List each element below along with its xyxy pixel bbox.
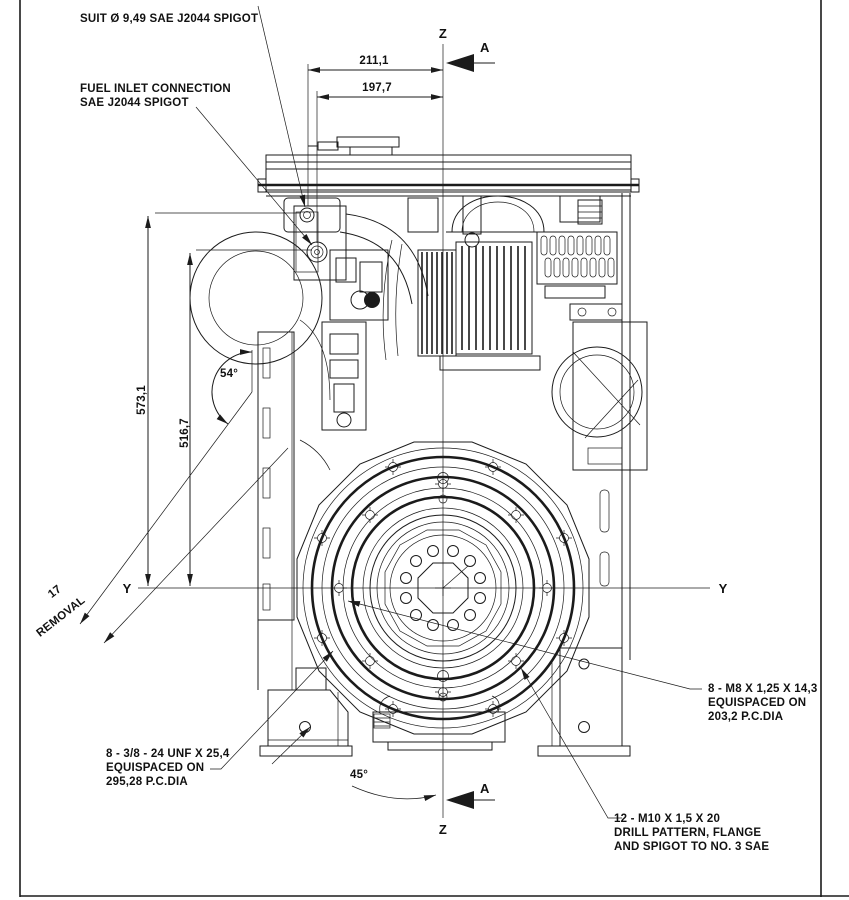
angle-54-label: 54° xyxy=(220,368,238,380)
crankshaft-hub xyxy=(417,562,469,614)
y-axis-label-right: Y xyxy=(719,581,728,596)
section-a-arrows: A A xyxy=(446,40,495,809)
dimension-211: 211,1 xyxy=(307,55,443,206)
note-m10-pattern: 12 - M10 X 1,5 X 20 DRILL PATTERN, FLANG… xyxy=(520,667,769,853)
dimension-197: 197,7 xyxy=(316,82,443,243)
right-mount-plate xyxy=(551,303,648,471)
angle-45-annotation: 45° xyxy=(271,726,437,801)
dim-197-label: 197,7 xyxy=(362,82,392,94)
angle-45-label: 45° xyxy=(350,769,368,781)
z-axis-label-top: Z xyxy=(439,26,447,41)
unf-line3: 295,28 P.C.DIA xyxy=(106,776,188,788)
note-unf-bolts: 8 - 3/8 - 24 UNF X 25,4 EQUISPACED ON 29… xyxy=(106,650,334,788)
dimension-516: 516,7 xyxy=(179,249,312,586)
dim-211-label: 211,1 xyxy=(359,55,389,67)
cooler-fin-blocks xyxy=(417,241,541,371)
fuel-inlet-line2: SAE J2044 SPIGOT xyxy=(80,97,189,109)
m8-line1: 8 - M8 X 1,25 X 14,3 xyxy=(708,683,817,695)
z-axis-label-bottom: Z xyxy=(439,822,447,837)
engine-top-fittings xyxy=(308,136,400,156)
note-m8-bolts: 8 - M8 X 1,25 X 14,3 EQUISPACED ON 203,2… xyxy=(347,600,817,723)
unf-line2: EQUISPACED ON xyxy=(106,762,204,774)
filter-removal-annotation: 17 REMOVAL xyxy=(34,391,289,644)
fuel-inlet-line1: FUEL INLET CONNECTION xyxy=(80,83,231,95)
dim-573-label: 573,1 xyxy=(136,385,148,415)
left-column xyxy=(257,331,327,691)
engine-top-rail xyxy=(257,154,640,193)
right-vent-grille xyxy=(536,231,618,299)
sheet-frame xyxy=(19,0,849,897)
dim-516-label: 516,7 xyxy=(179,418,191,448)
note-suit-spigot: SUIT Ø 9,49 SAE J2044 SPIGOT xyxy=(80,5,306,208)
removal-value: 17 xyxy=(46,583,64,601)
note-fuel-inlet: FUEL INLET CONNECTION SAE J2044 SPIGOT xyxy=(80,83,313,246)
y-axis-label-left: Y xyxy=(123,581,132,596)
mounting-feet xyxy=(259,647,631,757)
m8-line2: EQUISPACED ON xyxy=(708,697,806,709)
m10-line1: 12 - M10 X 1,5 X 20 xyxy=(614,813,720,825)
angle-54-annotation: 54° xyxy=(211,349,253,425)
turbo-inlet-left xyxy=(189,205,429,365)
mid-machinery xyxy=(299,239,403,471)
engine-upper-body xyxy=(266,195,631,248)
m8-line3: 203,2 P.C.DIA xyxy=(708,711,783,723)
section-label-bottom: A xyxy=(480,781,490,796)
flywheel-bolt-holes xyxy=(400,545,486,631)
unf-line1: 8 - 3/8 - 24 UNF X 25,4 xyxy=(106,748,230,760)
m10-line3: AND SPIGOT TO NO. 3 SAE xyxy=(614,841,769,853)
housing-bolts xyxy=(313,458,573,718)
m10-line2: DRILL PATTERN, FLANGE xyxy=(614,827,761,839)
suit-spigot-text: SUIT Ø 9,49 SAE J2044 SPIGOT xyxy=(80,13,258,25)
dimension-573: 573,1 xyxy=(136,212,300,586)
removal-label: REMOVAL xyxy=(34,594,87,639)
section-label-top: A xyxy=(480,40,490,55)
right-column xyxy=(599,193,631,660)
